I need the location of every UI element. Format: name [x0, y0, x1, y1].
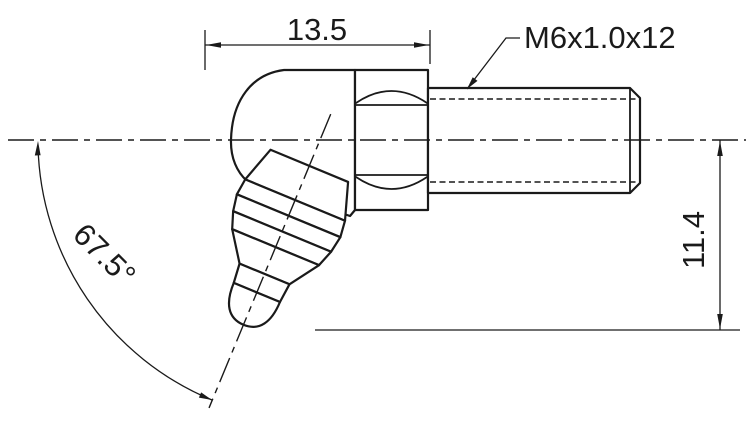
- hex-chamfer-arc-bottom: [355, 176, 428, 190]
- height-arrow-bottom: [717, 314, 723, 329]
- height-dimension-label: 11.4: [676, 211, 711, 269]
- angle-dimension: 67.5°: [34, 141, 213, 401]
- hex-chamfer-arc-top: [355, 90, 428, 104]
- width-dimension-label: 13.5: [287, 12, 347, 47]
- width-dimension: 13.5: [204, 12, 431, 70]
- angle-arrow-bottom: [198, 392, 212, 400]
- thread-callout: M6x1.0x12: [466, 20, 676, 90]
- angle-dimension-label: 67.5°: [66, 216, 142, 292]
- angle-arrow-top: [34, 141, 41, 156]
- angled-head-group: [208, 113, 350, 409]
- width-arrow-right: [414, 42, 429, 48]
- height-arrow-top: [717, 141, 723, 156]
- angle-arc: [37, 145, 213, 401]
- angled-centerline: [208, 113, 332, 409]
- thread-leader-arrow: [467, 77, 478, 89]
- width-arrow-left: [206, 42, 221, 48]
- thread-callout-label: M6x1.0x12: [524, 20, 676, 55]
- height-dimension: 11.4: [315, 140, 740, 331]
- thread-leader-line: [466, 37, 520, 90]
